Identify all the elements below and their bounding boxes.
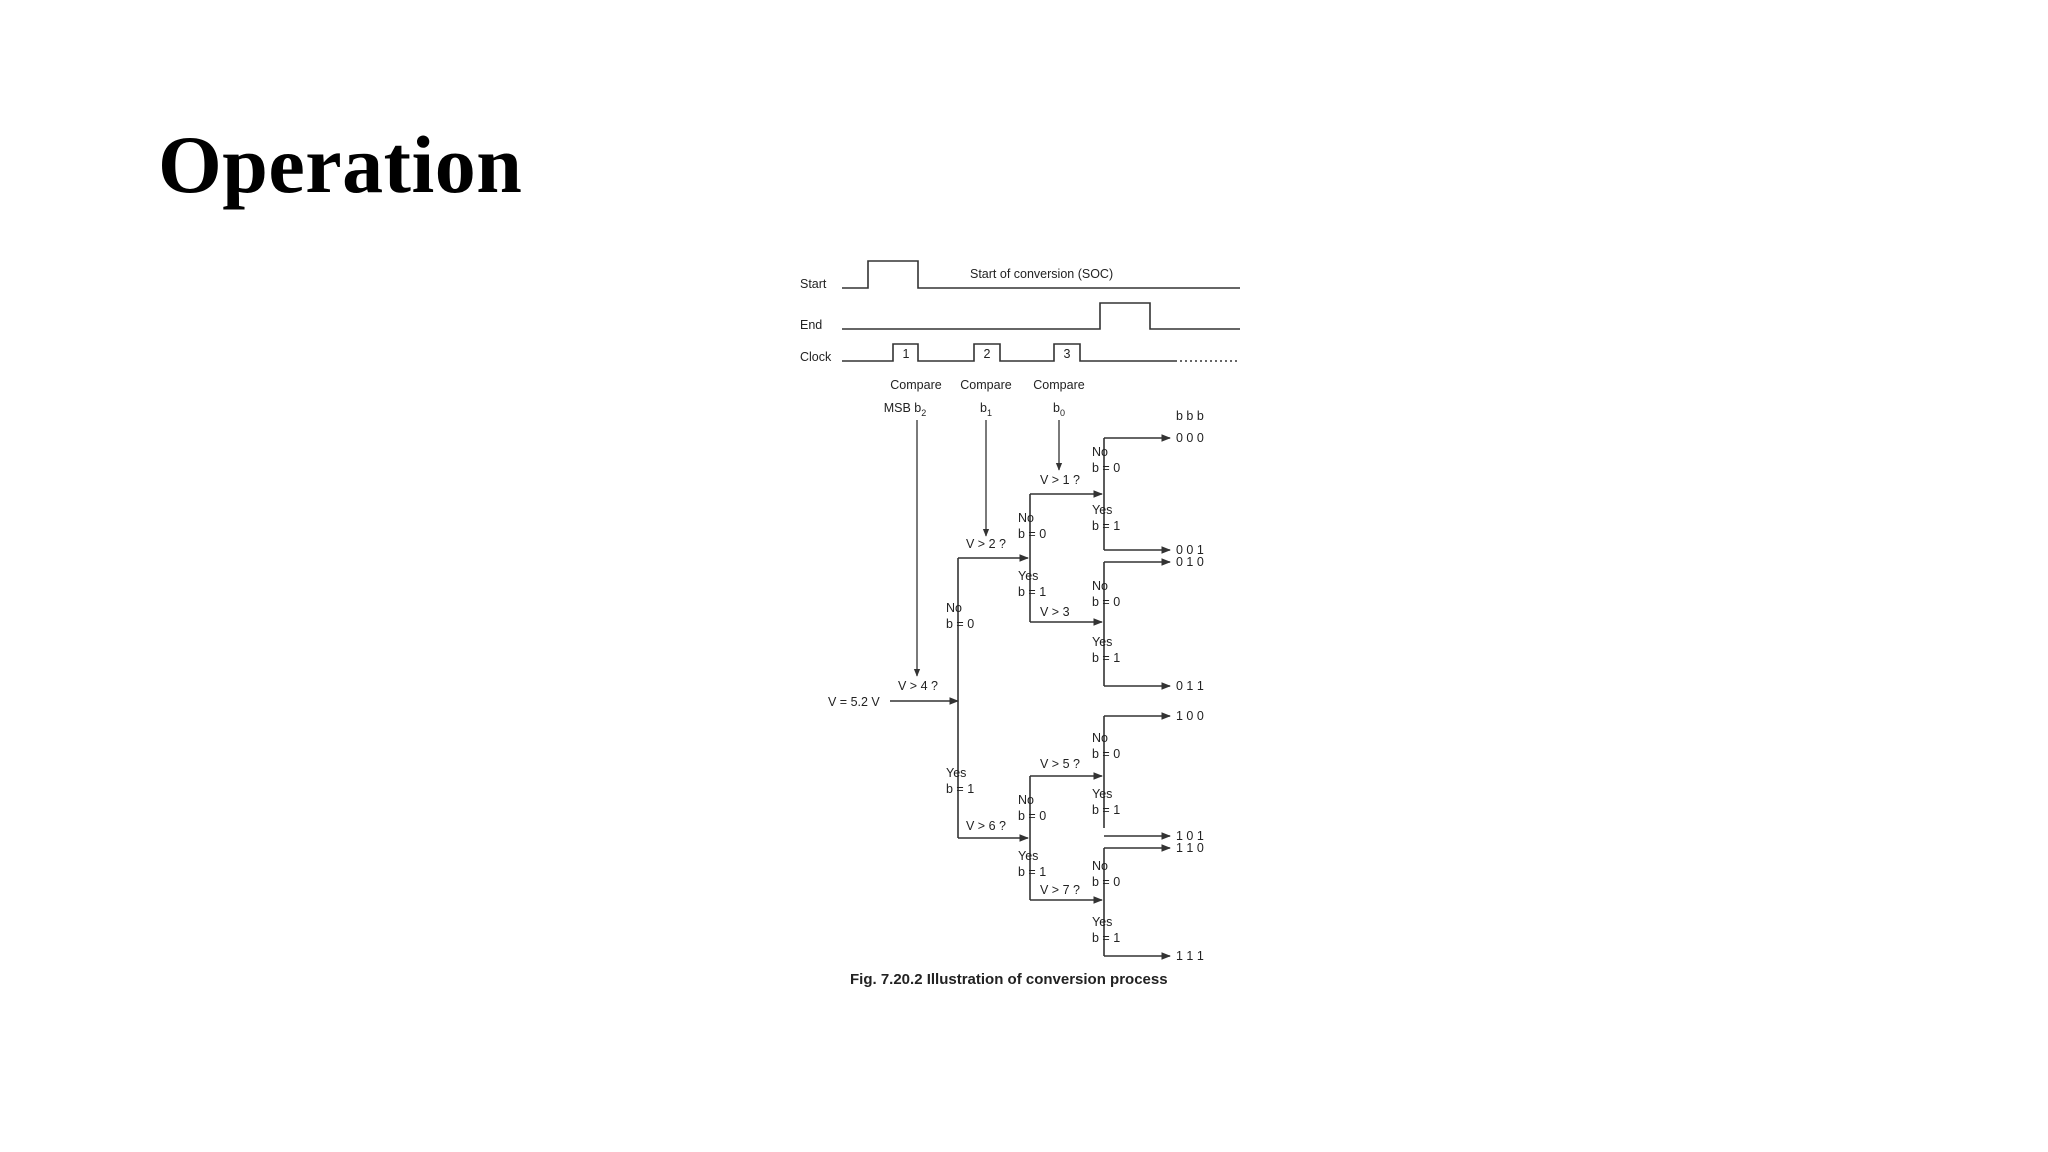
b1-lower-zero: b = 0 [1018,809,1046,823]
input-voltage-label: V = 5.2 V [828,695,880,709]
b0-no-1: No [1092,445,1108,459]
stage-3-compare: Compare [1033,378,1084,392]
output-011: 0 1 1 [1176,679,1204,693]
output-header: b b b [1176,409,1204,423]
b0-zero-2: b = 0 [1092,595,1120,609]
clock-waveform [842,343,1175,362]
b0-yes-1: Yes [1092,503,1112,517]
question-v-gt-4: V > 4 ? [898,679,938,693]
question-v-gt-1: V > 1 ? [1040,473,1080,487]
b0-zero-3: b = 0 [1092,747,1120,761]
question-v-gt-6: V > 6 ? [966,819,1006,833]
clock-pulse-1-label: 1 [903,347,910,361]
b0-one-3: b = 1 [1092,803,1120,817]
stage-2-bit: b1 [980,401,992,418]
output-101: 1 0 1 [1176,829,1204,843]
stage-labels: Compare MSB b2 Compare b1 Compare b0 [884,378,1085,418]
start-waveform [842,260,1240,289]
b0-one-4: b = 1 [1092,931,1120,945]
output-010: 0 1 0 [1176,555,1204,569]
b1-upper-one: b = 1 [1018,585,1046,599]
output-110: 1 1 0 [1176,841,1204,855]
b0-zero-1: b = 0 [1092,461,1120,475]
soc-label: Start of conversion (SOC) [970,267,1113,281]
timing-diagram: Start End Clock Start of conversion (SOC… [800,260,1240,364]
stage-1-bit: MSB b2 [884,401,927,418]
output-100: 1 0 0 [1176,709,1204,723]
clock-pulse-2-label: 2 [984,347,991,361]
b2-no: No [946,601,962,615]
b2-yes: Yes [946,766,966,780]
b2-zero: b = 0 [946,617,974,631]
stage-2-compare: Compare [960,378,1011,392]
b0-yes-4: Yes [1092,915,1112,929]
b0-no-2: No [1092,579,1108,593]
b1-lower-no: No [1018,793,1034,807]
output-001: 0 0 1 [1176,543,1204,557]
output-111: 1 1 1 [1176,949,1204,963]
end-waveform [842,302,1240,330]
b1-upper-no: No [1018,511,1034,525]
b0-yes-2: Yes [1092,635,1112,649]
decision-tree: V = 5.2 V V > 4 ? No b = 0 Yes b = 1 V >… [828,409,1204,963]
b1-lower-one: b = 1 [1018,865,1046,879]
question-v-gt-3: V > 3 [1040,605,1070,619]
question-v-gt-7: V > 7 ? [1040,883,1080,897]
b0-one-2: b = 1 [1092,651,1120,665]
b0-no-4: No [1092,859,1108,873]
start-signal-label: Start [800,277,827,291]
question-v-gt-2: V > 2 ? [966,537,1006,551]
b0-one-1: b = 1 [1092,519,1120,533]
question-v-gt-5: V > 5 ? [1040,757,1080,771]
clock-signal-label: Clock [800,350,832,364]
output-000: 0 0 0 [1176,431,1204,445]
stage-3-bit: b0 [1053,401,1065,418]
b1-upper-zero: b = 0 [1018,527,1046,541]
b1-upper-yes: Yes [1018,569,1038,583]
b0-no-3: No [1092,731,1108,745]
stage-1-compare: Compare [890,378,941,392]
figure-caption: Fig. 7.20.2 Illustration of conversion p… [850,971,1168,988]
b0-yes-3: Yes [1092,787,1112,801]
b1-lower-yes: Yes [1018,849,1038,863]
end-signal-label: End [800,318,822,332]
b2-one: b = 1 [946,782,974,796]
b0-zero-4: b = 0 [1092,875,1120,889]
clock-pulse-3-label: 3 [1064,347,1071,361]
slide-title: Operation [158,119,523,210]
